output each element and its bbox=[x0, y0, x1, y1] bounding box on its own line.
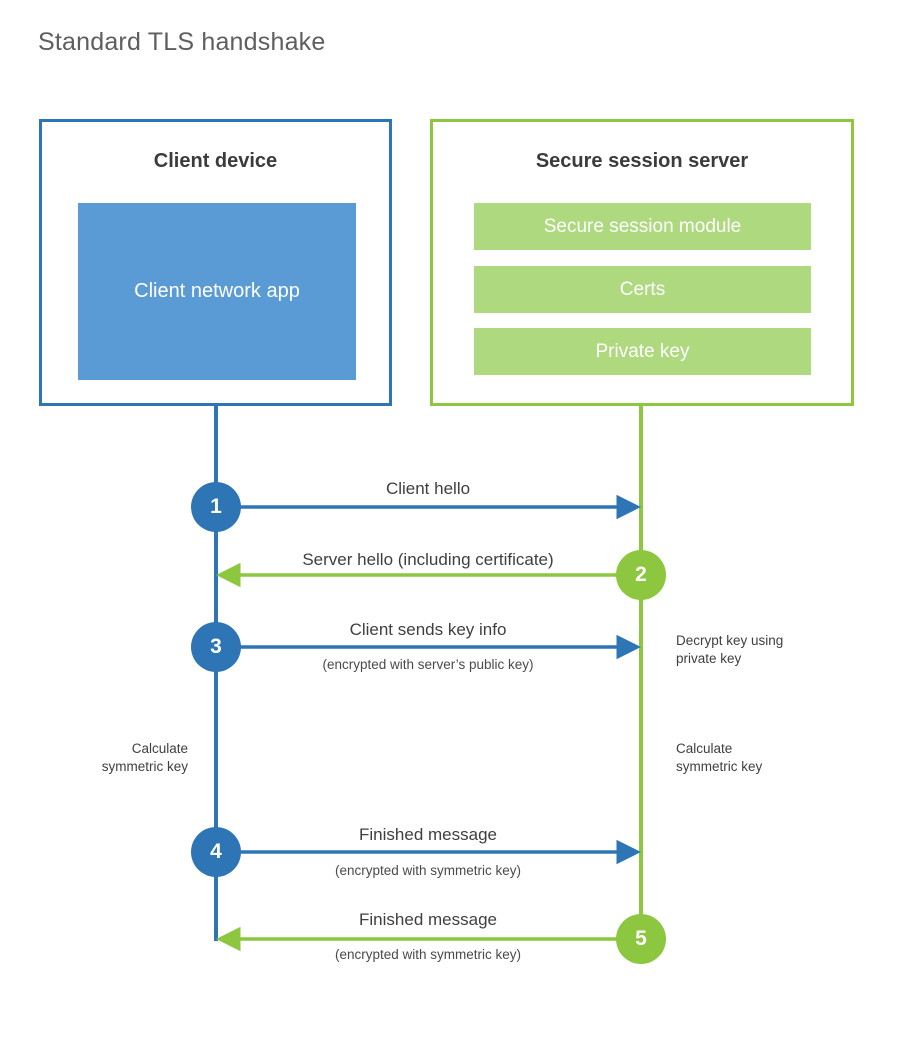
client-lifeline bbox=[214, 405, 218, 941]
client-device-title: Client device bbox=[153, 150, 278, 172]
note-server-decrypt-key: Decrypt key using private key bbox=[676, 633, 784, 666]
server-lifeline bbox=[639, 405, 643, 941]
client-network-app-block: Client network app bbox=[78, 203, 356, 380]
step-circle-4[interactable]: 4 bbox=[191, 827, 241, 877]
message-label-step-5: Finished message bbox=[359, 910, 497, 929]
message-sublabel-step-4: (encrypted with symmetric key) bbox=[334, 863, 522, 878]
message-label-step-4: Finished message bbox=[359, 825, 497, 844]
message-label-step-2: Server hello (including certificate) bbox=[302, 550, 554, 569]
step-circle-1[interactable]: 1 bbox=[191, 482, 241, 532]
client-device-box: Client device Client network app bbox=[39, 119, 392, 406]
step-circle-5[interactable]: 5 bbox=[616, 914, 666, 964]
secure-session-server-title: Secure session server bbox=[535, 150, 749, 172]
step-circle-2[interactable]: 2 bbox=[616, 550, 666, 600]
server-block-certs: Certs bbox=[474, 266, 811, 313]
step-circle-3[interactable]: 3 bbox=[191, 622, 241, 672]
page-title: Standard TLS handshake bbox=[38, 28, 326, 56]
server-block-private-key: Private key bbox=[474, 328, 811, 375]
server-block-secure-session-module: Secure session module bbox=[474, 203, 811, 250]
message-sublabel-step-3: (encrypted with server’s public key) bbox=[322, 657, 534, 672]
message-label-step-1: Client hello bbox=[385, 479, 471, 498]
message-label-step-3: Client sends key info bbox=[349, 620, 507, 639]
note-server-calculate-symmetric-key: Calculate symmetric key bbox=[676, 741, 763, 774]
secure-session-server-box: Secure session server Secure session mod… bbox=[430, 119, 854, 406]
note-client-calculate-symmetric-key: Calculate symmetric key bbox=[101, 741, 188, 774]
message-sublabel-step-5: (encrypted with symmetric key) bbox=[334, 947, 522, 962]
